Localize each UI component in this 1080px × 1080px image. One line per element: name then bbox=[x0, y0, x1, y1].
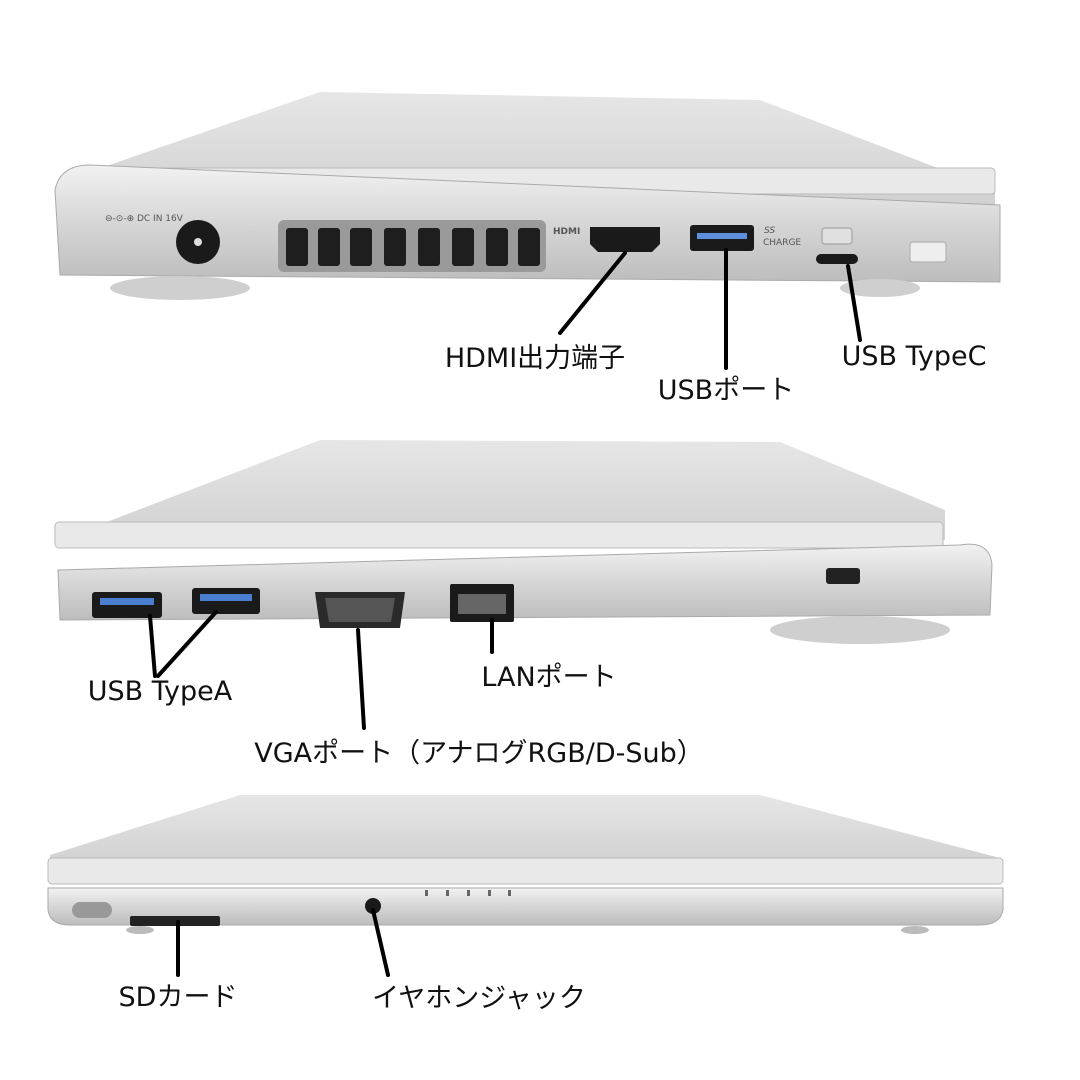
callout-lan: LANポート bbox=[481, 662, 617, 693]
sd-slot bbox=[130, 916, 220, 926]
laptop-left-side bbox=[54, 440, 993, 644]
hdmi-port bbox=[590, 227, 660, 252]
callout-hdmi: HDMI出力端子 bbox=[444, 343, 626, 374]
leader-typea-1 bbox=[148, 614, 157, 678]
laptop-right-side bbox=[54, 92, 1001, 300]
leader-lines bbox=[148, 248, 862, 977]
leader-typea-2 bbox=[156, 610, 218, 678]
callout-usb-typec: USB TypeC bbox=[841, 341, 987, 372]
leader-hdmi bbox=[558, 251, 627, 335]
leader-typec bbox=[846, 264, 862, 342]
earphone-jack bbox=[365, 898, 381, 914]
vent bbox=[278, 220, 546, 272]
usb-c-port bbox=[816, 254, 858, 264]
callout-vga: VGAポート（アナログRGB/D-Sub） bbox=[254, 738, 704, 769]
power-switch bbox=[72, 902, 112, 918]
laptop-front bbox=[47, 795, 1004, 934]
callout-usb-typea: USB TypeA bbox=[87, 676, 233, 707]
leader-earphone bbox=[371, 908, 390, 977]
charge-marking: CHARGE bbox=[763, 238, 802, 248]
hdmi-marking: HDMI bbox=[553, 227, 581, 237]
leader-vga bbox=[356, 628, 366, 730]
callout-usb-port: USBポート bbox=[657, 375, 795, 406]
ss-marking: SS bbox=[764, 226, 776, 236]
callout-earphone: イヤホンジャック bbox=[372, 983, 586, 1014]
callout-sd: SDカード bbox=[118, 982, 238, 1013]
dc-in-marking: ⊖-⊙-⊕ DC IN 16V bbox=[105, 214, 183, 224]
